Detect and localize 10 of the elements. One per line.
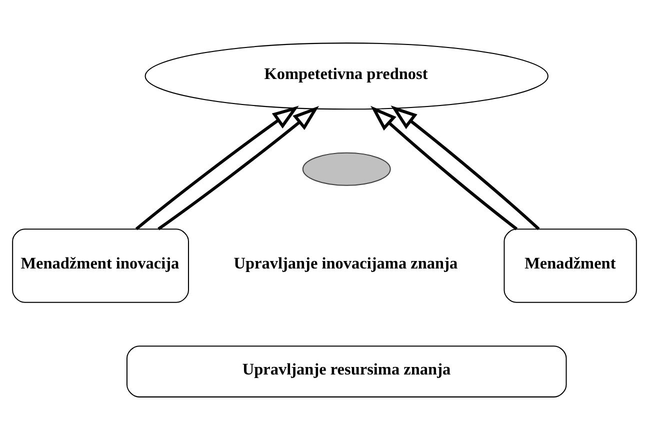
node-box: Menadžment bbox=[504, 228, 637, 302]
node-box: Upravljanje resursima znanja bbox=[126, 345, 567, 397]
arrow bbox=[158, 106, 320, 230]
arrow bbox=[390, 105, 540, 230]
node-ellipse: Kompetetivna prednost bbox=[144, 42, 548, 110]
node-cycle bbox=[302, 152, 391, 186]
node-text: Upravljanje inovacijama znanja bbox=[234, 254, 458, 272]
arrow bbox=[135, 105, 299, 230]
arrow bbox=[370, 105, 518, 230]
node-box: Menadžment inovacija bbox=[12, 228, 189, 302]
